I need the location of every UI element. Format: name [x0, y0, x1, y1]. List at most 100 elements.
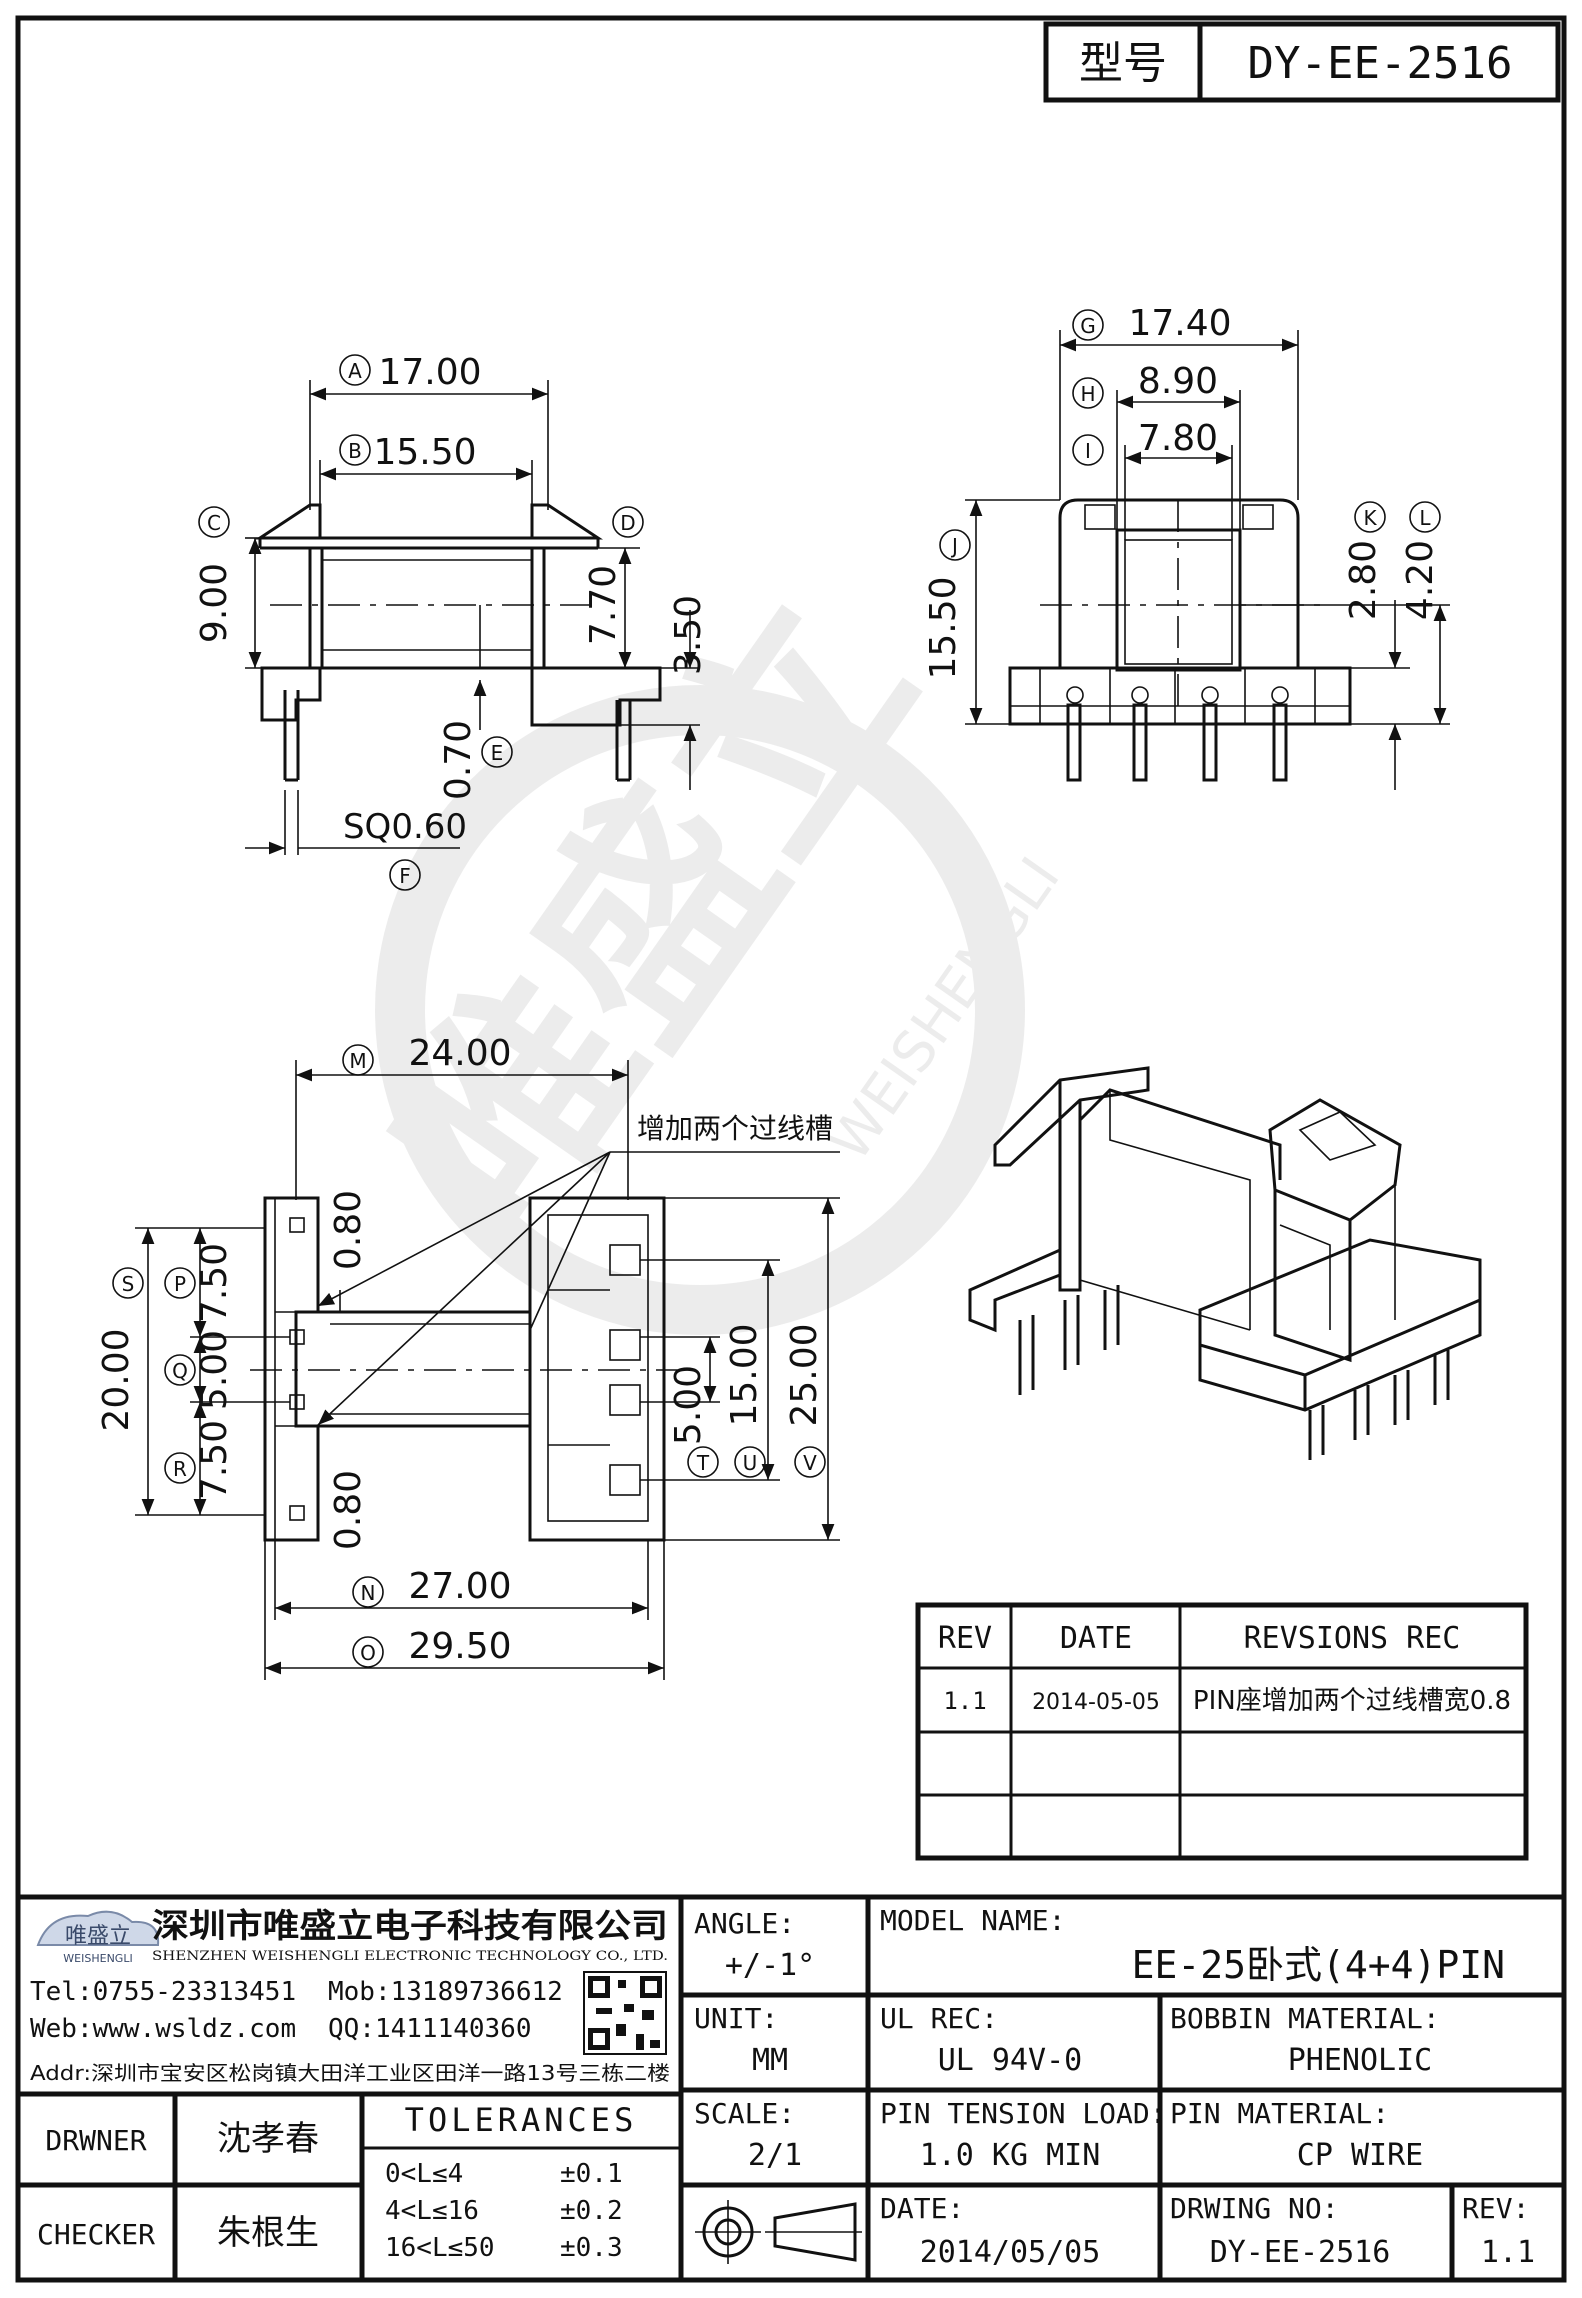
drwing-no-label: DRWING NO: [1170, 2192, 1339, 2225]
tag-a-circle [339, 354, 371, 386]
tag-h-circle [1072, 377, 1104, 409]
tag-t: T [696, 1451, 710, 1475]
tag-r-circle [164, 1452, 196, 1484]
tag-a: A [348, 359, 362, 383]
rev-value: 1.1 [1481, 2235, 1535, 2270]
model-header-label: 型号 [1079, 38, 1167, 89]
tag-c-circle [198, 506, 230, 538]
unit-label: UNIT: [694, 2002, 778, 2035]
dim-770-value: 7.70 [583, 565, 624, 645]
tag-v-circle [794, 1446, 826, 1478]
tag-k-circle [1354, 501, 1386, 533]
pin-material-label: PIN MATERIAL: [1170, 2097, 1389, 2130]
tag-j: J [950, 534, 958, 558]
tag-d: D [620, 511, 635, 535]
company-address: Addr:深圳市宝安区松岗镇大田洋工业区田洋一路13号三栋二楼 [30, 2061, 670, 2085]
dim-b-value: 15.50 [373, 432, 476, 473]
tag-g: G [1080, 314, 1096, 338]
rev-row-1-rec: PIN座增加两个过线槽宽0.8 [1193, 1686, 1511, 1716]
dim-g-value: 17.40 [1128, 303, 1231, 344]
ul-value: UL 94V-0 [938, 2043, 1083, 2078]
dim-080-top-value: 0.80 [328, 1190, 369, 1270]
tension-label: PIN TENSION LOAD: [880, 2097, 1167, 2130]
note-text: 增加两个过线槽 [637, 1112, 833, 1145]
rev-header-rev: REV [938, 1621, 992, 1656]
tag-q: Q [172, 1359, 188, 1383]
drwner-value: 沈孝春 [217, 2119, 319, 2159]
dim-900-value: 9.00 [194, 563, 235, 643]
front-view-drawing: A 17.00 B 15.50 C D [194, 352, 709, 891]
company-logo-en: WEISHENGLI [63, 1952, 132, 1965]
drwner-label: DRWNER [45, 2124, 146, 2157]
tag-p: P [174, 1272, 186, 1296]
company-qq: QQ:1411140360 [328, 2014, 532, 2044]
rev-header-rec: REVSIONS REC [1244, 1621, 1461, 1656]
dim-350-value: 3.50 [668, 595, 709, 675]
tag-c: C [207, 511, 221, 535]
tag-q-circle [164, 1354, 196, 1386]
tag-b: B [348, 439, 362, 463]
revisions-table: REV DATE REVSIONS REC 1.1 2014-05-05 PIN… [915, 1602, 1529, 1861]
dim-j-value: 15.50 [923, 576, 964, 679]
watermark-brand-en: WEISHENGLI [817, 846, 1073, 1173]
tolerances-label: TOLERANCES [405, 2101, 638, 2139]
title-block: 唯盛立 WEISHENGLI 深圳市唯盛立电子科技有限公司 SHENZHEN W… [18, 1894, 1564, 2280]
dim-p-value: 7.50 [194, 1243, 235, 1323]
dim-080-bot-value: 0.80 [328, 1470, 369, 1550]
tag-b-circle [339, 434, 371, 466]
tolerance-range-3: 16<L≤50 [385, 2233, 495, 2263]
tag-d-circle [612, 506, 644, 538]
tag-n-circle [352, 1576, 384, 1608]
projection-symbol-icon [695, 2200, 862, 2264]
tolerance-range-1: 0<L≤4 [385, 2159, 463, 2189]
date-value: 2014/05/05 [920, 2235, 1101, 2270]
rev-header-date: DATE [1060, 1621, 1132, 1656]
tag-n: N [361, 1581, 376, 1605]
rev-row-1-date: 2014-05-05 [1032, 1690, 1160, 1715]
model-header-box: 型号 DY-EE-2516 [1043, 21, 1561, 103]
tag-u: U [743, 1451, 758, 1475]
company-name-en: SHENZHEN WEISHENGLI ELECTRONIC TECHNOLOG… [152, 1949, 668, 1964]
tag-f-circle [389, 859, 421, 891]
rev-row-1-rev: 1.1 [943, 1687, 986, 1715]
company-mob: Mob:13189736612 [328, 1977, 563, 2007]
tag-s-circle [112, 1267, 144, 1299]
tag-m-circle [342, 1044, 374, 1076]
tag-t-circle [687, 1446, 719, 1478]
dim-n-value: 27.00 [408, 1566, 511, 1607]
tag-e-circle [481, 736, 513, 768]
model-name-value: EE-25卧式(4+4)PIN [1132, 1943, 1505, 1987]
tag-j-circle [939, 529, 971, 561]
company-logo-cn: 唯盛立 [65, 1924, 131, 1949]
tag-o: O [360, 1641, 376, 1665]
date-label: DATE: [880, 2192, 964, 2225]
company-logo: 唯盛立 WEISHENGLI [36, 1910, 160, 1965]
tag-i: I [1085, 439, 1091, 463]
dim-v-value: 25.00 [784, 1323, 825, 1426]
dim-a-value: 17.00 [378, 352, 481, 393]
scale-label: SCALE: [694, 2097, 795, 2130]
tension-value: 1.0 KG MIN [920, 2138, 1101, 2173]
tag-l-circle [1409, 501, 1441, 533]
tag-f: F [399, 864, 411, 888]
dim-r-value: 7.50 [194, 1420, 235, 1500]
tag-m: M [349, 1049, 366, 1073]
sheet-border [15, 15, 1567, 2283]
pin-material-value: CP WIRE [1297, 2138, 1423, 2173]
dim-m-value: 24.00 [408, 1033, 511, 1074]
dim-u-value: 15.00 [724, 1323, 765, 1426]
bobbin-value: PHENOLIC [1288, 2043, 1433, 2078]
company-name-cn: 深圳市唯盛立电子科技有限公司 [152, 1906, 668, 1945]
dim-e-value: 0.70 [438, 720, 479, 800]
rev-label: REV: [1462, 2192, 1529, 2225]
dim-i-value: 7.80 [1138, 418, 1218, 459]
dim-t-value: 5.00 [668, 1365, 709, 1445]
checker-label: CHECKER [37, 2218, 155, 2251]
tag-k: K [1363, 506, 1377, 530]
side-view-drawing: G 17.40 H 8.90 I 7.80 [923, 303, 1450, 790]
tag-r: R [173, 1457, 187, 1481]
tolerance-value-1: ±0.1 [560, 2159, 623, 2189]
isometric-view-drawing [968, 1066, 1482, 1460]
model-name-label: MODEL NAME: [880, 1904, 1065, 1937]
